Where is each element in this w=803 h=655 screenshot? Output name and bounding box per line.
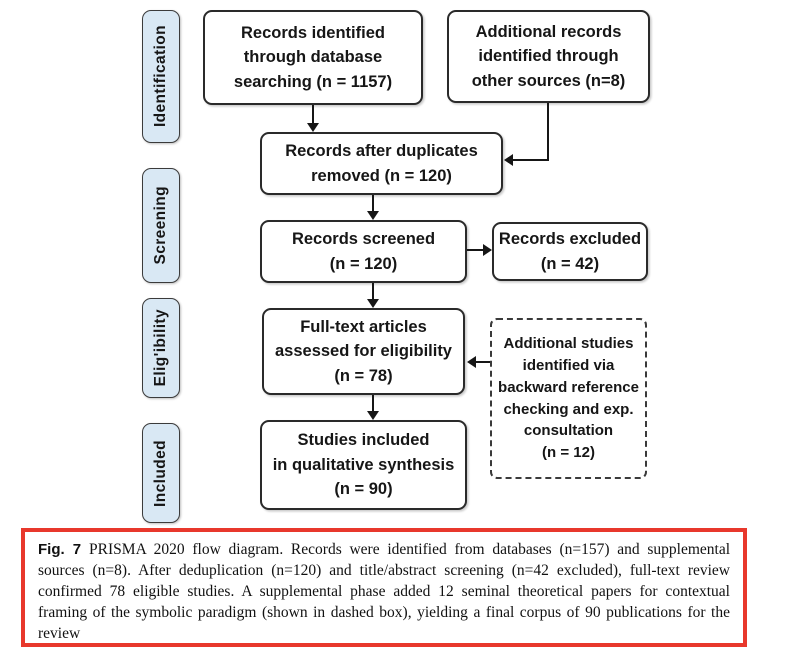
arrow-down-icon [367, 411, 379, 420]
box-text-line: identified through [478, 47, 619, 66]
box-text-line: in qualitative synthesis [272, 455, 455, 474]
box-records-excluded: Records excluded (n = 42) [492, 222, 648, 281]
arrow-db-to-dedup-line [312, 105, 314, 124]
box-text-line: (n = 12) [542, 444, 595, 461]
box-text-line: checking and exp. [503, 400, 634, 418]
box-text-line: searching (n = 1157) [233, 72, 393, 91]
box-text-line: assessed for eligibility [275, 342, 452, 361]
box-additional-records: Additional records identified through ot… [447, 10, 650, 103]
box-text-line: (n = 78) [334, 366, 393, 385]
arrow-fulltext-to-included-line [372, 395, 374, 412]
stage-eligibility-label: Elig'ibility [152, 309, 169, 387]
box-text-line: (n = 120) [329, 254, 398, 273]
box-text-line: Studies included [297, 431, 430, 450]
arrow-other-to-dedup-vline [547, 103, 549, 161]
box-supplemental-studies: Additional studies identified via backwa… [490, 318, 647, 479]
box-records-screened: Records screened (n = 120) [260, 220, 467, 283]
box-text-line: (n = 42) [540, 254, 600, 273]
stage-included-label: Included [152, 439, 169, 507]
box-text-line: Additional studies [503, 335, 634, 353]
box-text-line: consultation [523, 422, 614, 440]
box-text-line: Records identified [241, 23, 385, 42]
arrow-down-icon [367, 211, 379, 220]
arrow-screened-to-excluded-line [467, 249, 484, 251]
box-text-line: (n = 90) [334, 480, 393, 499]
box-studies-included: Studies included in qualitative synthesi… [260, 420, 467, 510]
box-text-line: other sources (n=8) [471, 71, 626, 90]
arrow-left-icon [504, 154, 513, 166]
box-text-line: Records screened [291, 230, 436, 249]
stage-screening: Screening [142, 168, 180, 283]
stage-identification-label: Identification [152, 25, 169, 128]
arrow-dedup-to-screened-line [372, 195, 374, 212]
arrow-down-icon [307, 123, 319, 132]
arrow-supplemental-to-fulltext-line [476, 361, 490, 363]
box-text-line: removed (n = 120) [311, 166, 452, 185]
box-text-line: backward reference [498, 378, 639, 396]
box-fulltext-assessed: Full-text articles assessed for eligibil… [262, 308, 465, 395]
stage-screening-label: Screening [152, 186, 169, 265]
caption-text: PRISMA 2020 flow diagram. Records were i… [38, 541, 731, 642]
stage-identification: Identification [142, 10, 180, 143]
box-after-duplicates: Records after duplicates removed (n = 12… [260, 132, 503, 195]
arrow-left-icon [467, 356, 476, 368]
arrow-right-icon [483, 244, 492, 256]
box-records-identified: Records identified through database sear… [203, 10, 423, 105]
box-text-line: Full-text articles [300, 317, 427, 336]
arrow-down-icon [367, 299, 379, 308]
box-text-line: through database [243, 48, 383, 67]
figure-label: Fig. 7 [38, 541, 82, 558]
box-text-line: Records after duplicates [285, 142, 478, 161]
arrow-screened-to-fulltext-line [372, 283, 374, 300]
stage-eligibility: Elig'ibility [142, 298, 180, 398]
box-text-line: identified via [522, 357, 615, 374]
box-text-line: Additional records [475, 22, 622, 41]
box-text-line: Records excluded [498, 230, 642, 249]
stage-included: Included [142, 423, 180, 523]
arrow-other-to-dedup-hline [513, 159, 549, 161]
